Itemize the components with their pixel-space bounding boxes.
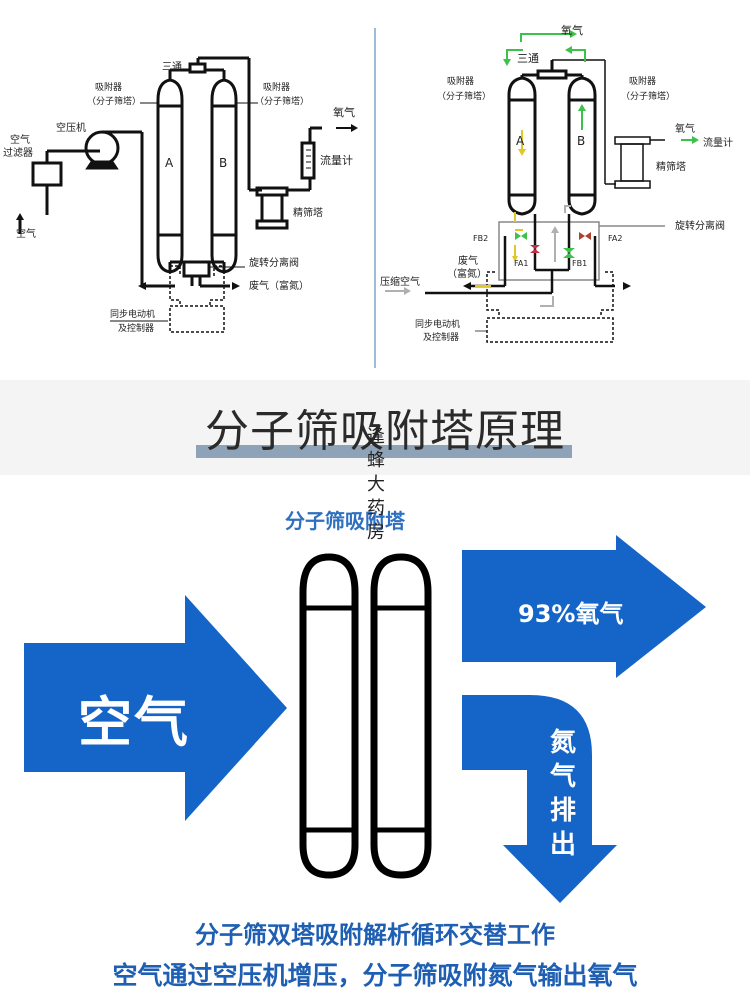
label-oxygen-out-r: 氧气: [675, 122, 695, 135]
rotary-valve: [182, 260, 211, 278]
watermark-char: 蜂: [367, 450, 385, 471]
label-air-filter: 空气: [10, 133, 30, 146]
label-oxygen: 氧气: [333, 105, 355, 119]
oxygen-out-arrow-right-icon: [692, 136, 699, 144]
label-air: 空气: [16, 227, 36, 240]
flowmeter-icon: [300, 141, 316, 180]
air-label: 空气: [78, 691, 190, 754]
rotary-valve-box: [498, 221, 600, 281]
label-adsorber-left-sub: （分子筛塔）: [87, 95, 141, 107]
label-adsorber-right-r: 吸附器: [629, 75, 656, 87]
panel-divider: [374, 28, 376, 368]
air-arrow: [24, 595, 287, 821]
title-underline: [196, 445, 572, 458]
nitrogen-char: 氮: [549, 728, 576, 758]
oxygen-label: 93%氧气: [518, 600, 624, 628]
tower-label: 分子筛吸附塔: [285, 509, 405, 533]
valve-fa2-icon: [579, 232, 585, 240]
label-fine-sieve-r: 精筛塔: [656, 160, 686, 173]
air-filter-box: [31, 161, 63, 187]
left-process-diagram: 空气 过滤器 空压机 空气 三通 吸附器 （分子筛塔） 吸附器 （分子筛塔） A…: [3, 56, 358, 334]
label-exhaust-sub-r: （富氮）: [447, 267, 487, 280]
caption-process: 空气通过空压机增压，分子筛吸附氮气输出氧气: [112, 961, 638, 990]
label-exhaust: 废气（富氮）: [249, 279, 309, 292]
label-adsorber-left: 吸附器: [95, 81, 122, 93]
caption-cycle: 分子筛双塔吸附解析循环交替工作: [195, 921, 555, 949]
oxygen-arrow: [462, 535, 706, 678]
label-motor-sub: 及控制器: [118, 322, 154, 334]
nitrogen-label: 氮 气 排 出: [548, 726, 578, 862]
label-fa2: FA2: [608, 234, 622, 243]
label-fb1: FB1: [572, 259, 587, 268]
tower-a-right: [507, 76, 537, 216]
right-process-diagram: 氧气 三通 吸附器 （分子筛塔） 吸附器 （分子筛塔） A B 氧气 流量计 精…: [380, 23, 733, 343]
nitrogen-char: 气: [549, 762, 576, 792]
label-adsorber-right: 吸附器: [263, 81, 290, 93]
compressor-icon: [84, 130, 120, 166]
label-fb2: FB2: [473, 234, 488, 243]
label-fa1: FA1: [514, 259, 528, 268]
watermark-char: 房: [367, 522, 385, 543]
tee-fitting: [188, 62, 207, 74]
label-compressor: 空压机: [56, 121, 86, 134]
page-title: 分子筛吸附塔原理: [205, 406, 565, 457]
valve-fa1-icon: [530, 245, 540, 253]
label-motor-r: 同步电动机: [415, 318, 460, 330]
label-air-filter-2: 过滤器: [3, 146, 33, 159]
watermark-char: 逢: [367, 426, 385, 447]
label-tower-b-r: B: [577, 134, 585, 148]
motor-controller-box: [169, 305, 225, 333]
label-flowmeter-r: 流量计: [703, 136, 733, 149]
label-adsorber-left-r: 吸附器: [447, 75, 474, 87]
label-compressed-air: 压缩空气: [380, 275, 420, 288]
label-adsorber-right-sub-r: （分子筛塔）: [621, 90, 675, 102]
nitrogen-arrow: [462, 695, 617, 903]
label-oxygen-top: 氧气: [561, 23, 583, 37]
label-tower-b: B: [219, 156, 227, 170]
label-flowmeter: 流量计: [320, 153, 353, 167]
tee-fitting-right: [536, 69, 568, 80]
label-motor: 同步电动机: [110, 308, 155, 320]
label-tower-a: A: [165, 156, 174, 170]
label-fine-sieve: 精筛塔: [293, 206, 323, 219]
tower-b-left: [210, 78, 238, 274]
nitrogen-char: 排: [549, 796, 576, 826]
tower-left: [299, 553, 359, 879]
title-band: [0, 380, 750, 475]
label-rotary-valve-r: 旋转分离阀: [675, 219, 725, 232]
label-tee: 三通: [162, 61, 182, 73]
watermark-char: 大: [367, 474, 385, 495]
label-rotary-valve: 旋转分离阀: [249, 256, 299, 269]
tower-right: [370, 553, 432, 879]
motor-controller-box-right: [486, 317, 614, 343]
label-tee-right: 三通: [517, 52, 539, 65]
watermark: 逢 蜂 大 药 房: [365, 425, 387, 545]
nitrogen-char: 出: [549, 830, 576, 860]
label-tower-a-r: A: [516, 134, 525, 148]
tower-a-left: [156, 78, 184, 274]
label-adsorber-left-sub-r: （分子筛塔）: [437, 90, 491, 102]
label-exhaust-r: 废气: [458, 254, 478, 267]
air-in-arrow-icon: [16, 213, 24, 220]
label-adsorber-right-sub: （分子筛塔）: [255, 95, 309, 107]
oxygen-out-arrow-icon: [351, 124, 358, 132]
valve-fb2-icon: [515, 232, 521, 240]
label-motor-sub-r: 及控制器: [423, 331, 459, 343]
tower-b-right: [567, 76, 597, 216]
adsorption-infographic: [24, 535, 706, 903]
watermark-char: 药: [367, 498, 385, 519]
valve-fb1-icon: [563, 248, 575, 258]
